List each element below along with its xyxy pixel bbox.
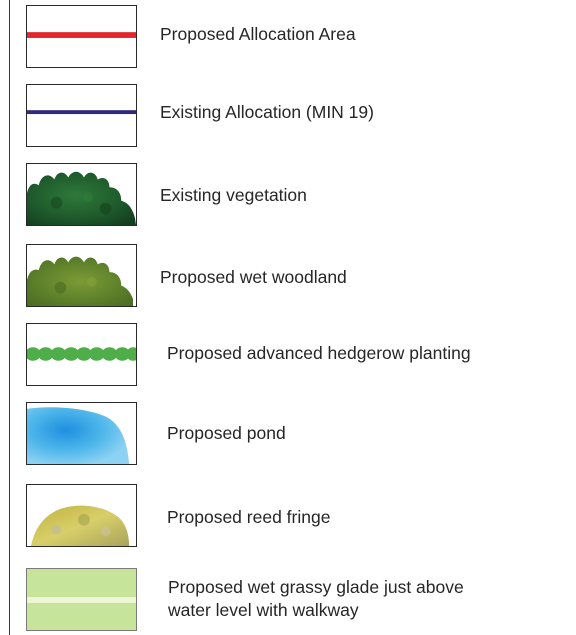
pond-label: Proposed pond	[167, 423, 286, 443]
wet-woodland-label: Proposed wet woodland	[160, 267, 347, 287]
allocation-area-label: Proposed Allocation Area	[160, 24, 356, 44]
grassy-glade-label-line2: water level with walkway	[168, 600, 359, 620]
existing-vegetation-swatch	[26, 163, 137, 226]
existing-vegetation-label: Existing vegetation	[160, 185, 307, 205]
grassy-glade-swatch	[26, 568, 137, 631]
existing-allocation-label: Existing Allocation (MIN 19)	[160, 102, 374, 122]
left-border-line	[9, 0, 10, 635]
allocation-area-swatch	[26, 5, 137, 68]
reed-fringe-swatch	[26, 484, 137, 547]
wet-woodland-swatch	[26, 244, 137, 307]
hedgerow-label: Proposed advanced hedgerow planting	[167, 343, 471, 363]
reed-fringe-label: Proposed reed fringe	[167, 507, 331, 527]
grassy-glade-label-line1: Proposed wet grassy glade just above	[168, 577, 464, 597]
hedgerow-swatch	[26, 323, 137, 386]
existing-allocation-swatch	[26, 84, 137, 147]
pond-swatch	[26, 402, 137, 465]
